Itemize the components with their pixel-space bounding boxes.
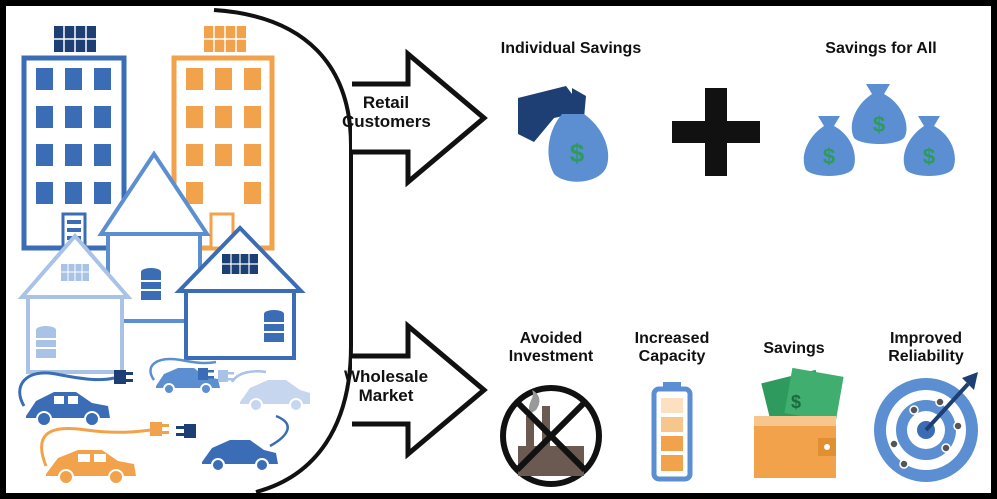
dollar-sign-icon: $ bbox=[923, 144, 935, 169]
wholesale-market-label: Wholesale Market bbox=[336, 367, 436, 405]
improved-reliability-label: Improved Reliability bbox=[868, 330, 984, 365]
diagram-canvas: $ $ $ $ $ bbox=[6, 6, 991, 493]
charging-plug-icon bbox=[198, 368, 214, 380]
battery-storage-icon bbox=[264, 310, 284, 342]
diagram-svg: $ $ $ $ $ bbox=[17, 8, 978, 493]
avoided-investment-label: Avoided Investment bbox=[496, 330, 606, 365]
charging-plug-icon bbox=[114, 370, 133, 384]
solar-panel-icon bbox=[222, 254, 258, 274]
savings-for-all-label: Savings for All bbox=[825, 40, 937, 57]
plus-sign-icon bbox=[705, 88, 727, 176]
individual-savings-label: Individual Savings bbox=[500, 40, 642, 57]
savings-label: Savings bbox=[763, 340, 825, 357]
target-reliability-icon bbox=[874, 372, 978, 482]
battery-storage-icon bbox=[141, 268, 161, 300]
avoided-label-line1: Avoided bbox=[519, 330, 583, 347]
reliability-label-line2: Reliability bbox=[888, 347, 964, 365]
electric-car-icon bbox=[149, 357, 220, 395]
blue-office-building bbox=[21, 55, 127, 251]
charging-plug-icon bbox=[150, 422, 169, 436]
electric-car-icon bbox=[202, 414, 289, 472]
orange-office-building bbox=[171, 55, 275, 251]
wallet-cash-icon: $ bbox=[754, 367, 844, 478]
wholesale-label-line1: Wholesale bbox=[343, 367, 429, 386]
dollar-sign-icon: $ bbox=[873, 112, 885, 137]
reliability-label-line1: Improved bbox=[889, 330, 962, 347]
retail-arrow bbox=[352, 48, 488, 188]
dollar-sign-icon: $ bbox=[791, 392, 801, 412]
electric-car-icon bbox=[40, 427, 152, 485]
electric-car-icon bbox=[230, 370, 310, 412]
electric-car-icon bbox=[18, 371, 115, 427]
retail-label-line2: Customers bbox=[342, 111, 431, 131]
dollar-sign-icon: $ bbox=[570, 138, 585, 168]
capacity-label-line1: Increased bbox=[634, 330, 710, 347]
money-bag-icon: $ bbox=[851, 84, 907, 144]
retail-label-line1: Retail bbox=[362, 93, 410, 112]
wholesale-arrow bbox=[352, 320, 488, 460]
branch-curve bbox=[213, 8, 353, 493]
battery-capacity-icon bbox=[651, 382, 693, 482]
retail-customers-label: Retail Customers bbox=[342, 93, 431, 131]
hand-money-bag-icon: $ bbox=[518, 86, 609, 182]
avoided-power-plant-icon bbox=[500, 385, 602, 487]
capacity-label-line2: Capacity bbox=[638, 347, 706, 365]
solar-panel-icon bbox=[204, 26, 246, 52]
money-bag-icon: $ bbox=[903, 116, 955, 176]
dollar-sign-icon: $ bbox=[823, 144, 835, 169]
charging-plug-icon bbox=[176, 424, 196, 438]
increased-capacity-label: Increased Capacity bbox=[622, 330, 722, 365]
wholesale-label-line2: Market bbox=[358, 385, 414, 405]
solar-panel-icon bbox=[54, 26, 96, 52]
charging-plug-icon bbox=[218, 370, 234, 382]
money-bag-icon: $ bbox=[803, 116, 855, 176]
battery-storage-icon bbox=[36, 326, 56, 358]
avoided-label-line2: Investment bbox=[508, 347, 594, 365]
solar-panel-icon bbox=[61, 264, 89, 281]
